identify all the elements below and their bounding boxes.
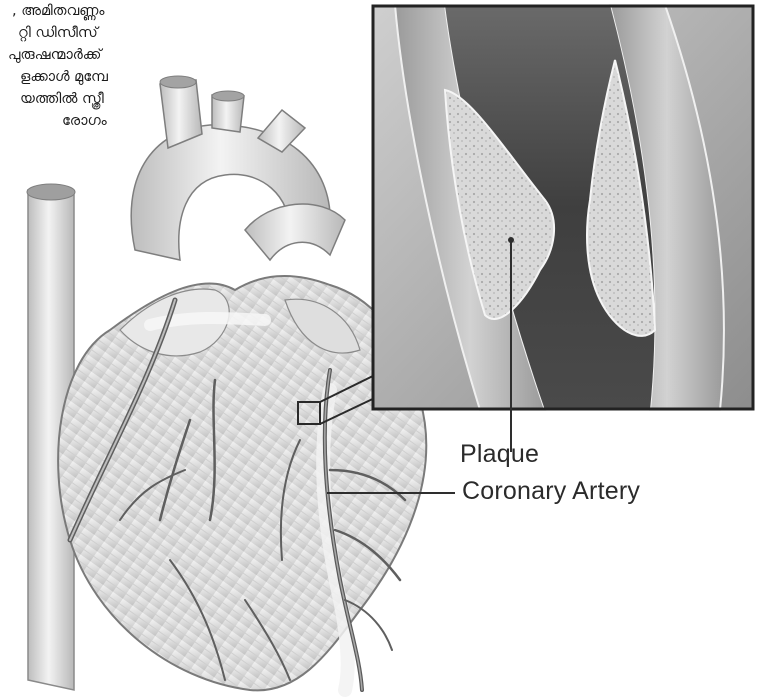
paragraph-line: റ്റി ഡിസീസ്	[0, 22, 160, 44]
plaque-label: Plaque	[460, 440, 539, 469]
paragraph-line: , അമിതവണ്ണം	[0, 0, 160, 22]
coronary-artery-label: Coronary Artery	[462, 477, 640, 506]
aorta	[131, 76, 345, 260]
paragraph-line: ളക്കാൾ മുമ്പേ	[0, 66, 160, 88]
plaque-leader-dot	[508, 237, 514, 243]
paragraph-line: പുരുഷന്മാർക്ക്	[0, 44, 160, 66]
inset-artery-closeup	[372, 5, 754, 410]
paragraph-line: യത്തിൽ സ്ത്രീ	[0, 88, 160, 110]
heart-body	[58, 276, 426, 690]
paragraph-line: രോഗം	[0, 110, 160, 132]
malayalam-paragraph: , അമിതവണ്ണം റ്റി ഡിസീസ് പുരുഷന്മാർക്ക് ള…	[0, 0, 160, 132]
